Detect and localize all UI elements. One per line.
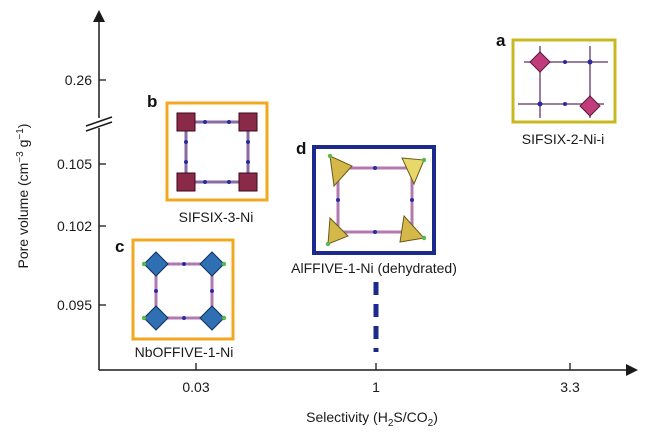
y-tick-label: 0.095 bbox=[57, 297, 92, 313]
panel-a-label: SIFSIX-2-Ni-i bbox=[522, 131, 604, 147]
panel-c-label: NbOFFIVE-1-Ni bbox=[135, 344, 234, 360]
y-tick-label: 0.102 bbox=[57, 218, 92, 234]
panel-a-frame bbox=[511, 38, 617, 124]
panel-d-label: AlFFIVE-1-Ni (dehydrated) bbox=[291, 260, 457, 276]
panel-d-frame bbox=[312, 145, 436, 255]
panel-b-label: SIFSIX-3-Ni bbox=[179, 209, 254, 225]
axes bbox=[85, 10, 638, 376]
panel-a-sifsix-2-ni-i: a SIFSIX-2-Ni-i bbox=[496, 31, 617, 147]
y-tick-label: 0.105 bbox=[57, 156, 92, 172]
panel-b-sifsix-3-ni: b SIFSIX-3-Ni bbox=[147, 92, 269, 225]
x-tick-label: 1 bbox=[372, 379, 380, 395]
panel-d-letter: d bbox=[296, 139, 306, 158]
panel-b-structure bbox=[176, 112, 258, 192]
panel-b-letter: b bbox=[147, 92, 157, 111]
x-tick-label: 0.03 bbox=[182, 379, 209, 395]
x-tick-label: 3.3 bbox=[560, 379, 580, 395]
x-ticks: 0.03 1 3.3 bbox=[182, 363, 580, 395]
x-axis-label: Selectivity (H2S/CO2) bbox=[306, 409, 438, 429]
y-ticks: 0.26 0.105 0.102 0.095 bbox=[57, 72, 106, 313]
panel-c-structure bbox=[141, 251, 227, 331]
panel-c-frame bbox=[131, 238, 235, 341]
y-axis-label: Pore volume (cm−3 g−1) bbox=[15, 124, 31, 269]
panel-d-structure bbox=[325, 153, 427, 247]
panel-c-letter: c bbox=[115, 237, 124, 256]
panel-a-structure bbox=[518, 46, 608, 118]
panel-a-letter: a bbox=[496, 31, 506, 50]
panel-d-alffive-1-ni: d AlFFIVE-1-Ni (dehydrated) bbox=[291, 139, 457, 276]
panel-c-nboffive-1-ni: c NbOFFIVE-1-Ni bbox=[115, 237, 235, 360]
axis-break-mark bbox=[85, 116, 113, 132]
y-tick-label: 0.26 bbox=[65, 72, 92, 88]
panel-b-frame bbox=[165, 101, 269, 202]
